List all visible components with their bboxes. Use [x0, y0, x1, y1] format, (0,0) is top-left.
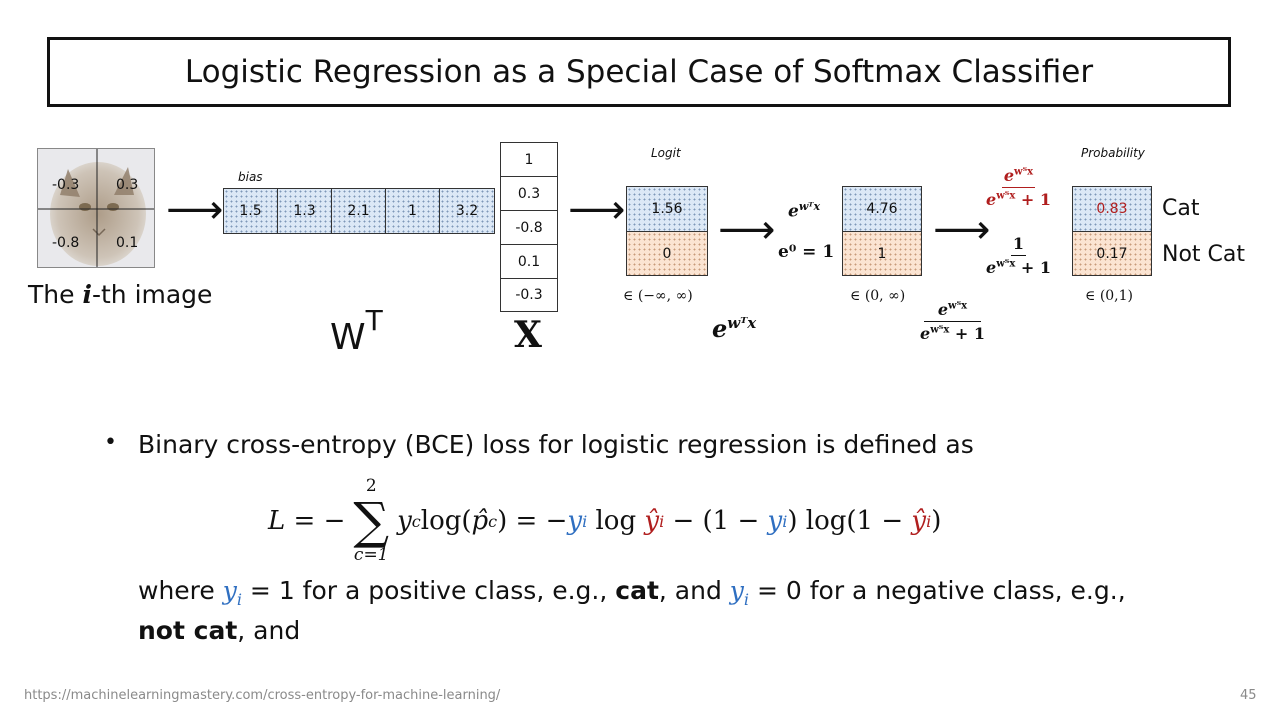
pixel-value: 0.1 — [116, 235, 138, 251]
class-label-cat: Cat — [1162, 196, 1199, 221]
page-number: 45 — [1240, 688, 1257, 703]
image-caption: The i-th image — [28, 280, 212, 309]
prob-fraction-notcat: 1 ewᵀx + 1 — [986, 234, 1051, 277]
exp-vector: 4.76 1 — [842, 186, 922, 276]
bullet-icon: • — [104, 430, 117, 455]
bullet-text: Binary cross-entropy (BCE) loss for logi… — [138, 430, 974, 459]
weight-cell: 1.5 — [223, 188, 278, 234]
exp-bottom: e⁰ = 1 — [778, 242, 834, 262]
logit-cell: 0 — [626, 231, 708, 276]
x-vector: 1 0.3 -0.8 0.1 -0.3 — [500, 142, 558, 312]
logit-range: ∈ (−∞, ∞) — [623, 288, 693, 304]
logit-cell: 1.56 — [626, 186, 708, 232]
x-cell: 1 — [500, 142, 558, 177]
pixel-value: 0.3 — [116, 177, 138, 193]
pixel-value: -0.3 — [52, 177, 79, 193]
formula-lhs: L = − — [268, 506, 345, 536]
prob-vector: 0.83 0.17 — [1072, 186, 1152, 276]
cat-image: -0.3 0.3 -0.8 0.1 — [37, 148, 155, 268]
bias-label: bias — [238, 170, 263, 184]
slide-title: Logistic Regression as a Special Case of… — [47, 37, 1231, 107]
probability-label: Probability — [1081, 146, 1145, 160]
prob-fraction-cat: ewᵀx ewᵀx + 1 — [986, 166, 1051, 209]
exp-cell: 4.76 — [842, 186, 922, 232]
x-cell: 0.1 — [500, 244, 558, 279]
prob-cell: 0.17 — [1072, 231, 1152, 276]
footer-url[interactable]: https://machinelearningmastery.com/cross… — [24, 688, 500, 703]
weight-vector: 1.5 1.3 2.1 1 3.2 — [223, 188, 495, 234]
exp-range: ∈ (0, ∞) — [850, 288, 905, 304]
arrow-right-icon: ⟶ — [568, 190, 625, 230]
exp-top: ewᵀx — [788, 200, 820, 222]
where-line-2: not cat, and — [138, 616, 300, 645]
x-cell: 0.3 — [500, 176, 558, 211]
x-cell: -0.8 — [500, 210, 558, 245]
w-transpose-label: WT — [330, 310, 383, 358]
prob-caption-fraction: ewᵀx ewᵀx + 1 — [920, 300, 985, 343]
prob-cell: 0.83 — [1072, 186, 1152, 232]
arrow-right-icon: ⟶ — [166, 190, 223, 230]
arrow-right-icon: ⟶ — [718, 210, 775, 250]
slide-title-text: Logistic Regression as a Special Case of… — [185, 54, 1093, 90]
weight-cell: 2.1 — [331, 188, 386, 234]
where-line-1: where yi = 1 for a positive class, e.g.,… — [138, 576, 1126, 609]
weight-cell: 3.2 — [439, 188, 495, 234]
logit-label: Logit — [651, 146, 681, 160]
sum-operator: 2 ∑ c=1 — [353, 478, 389, 564]
class-label-notcat: Not Cat — [1162, 242, 1245, 267]
x-cell: -0.3 — [500, 278, 558, 312]
weight-cell: 1 — [385, 188, 440, 234]
pixel-value: -0.8 — [52, 235, 79, 251]
logit-vector: 1.56 0 — [626, 186, 708, 276]
arrow-right-icon: ⟶ — [933, 210, 990, 250]
x-label: X — [514, 314, 542, 356]
prob-range: ∈ (0,1) — [1085, 288, 1133, 304]
weight-cell: 1.3 — [277, 188, 332, 234]
exp-caption: ewᵀx — [712, 314, 756, 343]
exp-cell: 1 — [842, 231, 922, 276]
